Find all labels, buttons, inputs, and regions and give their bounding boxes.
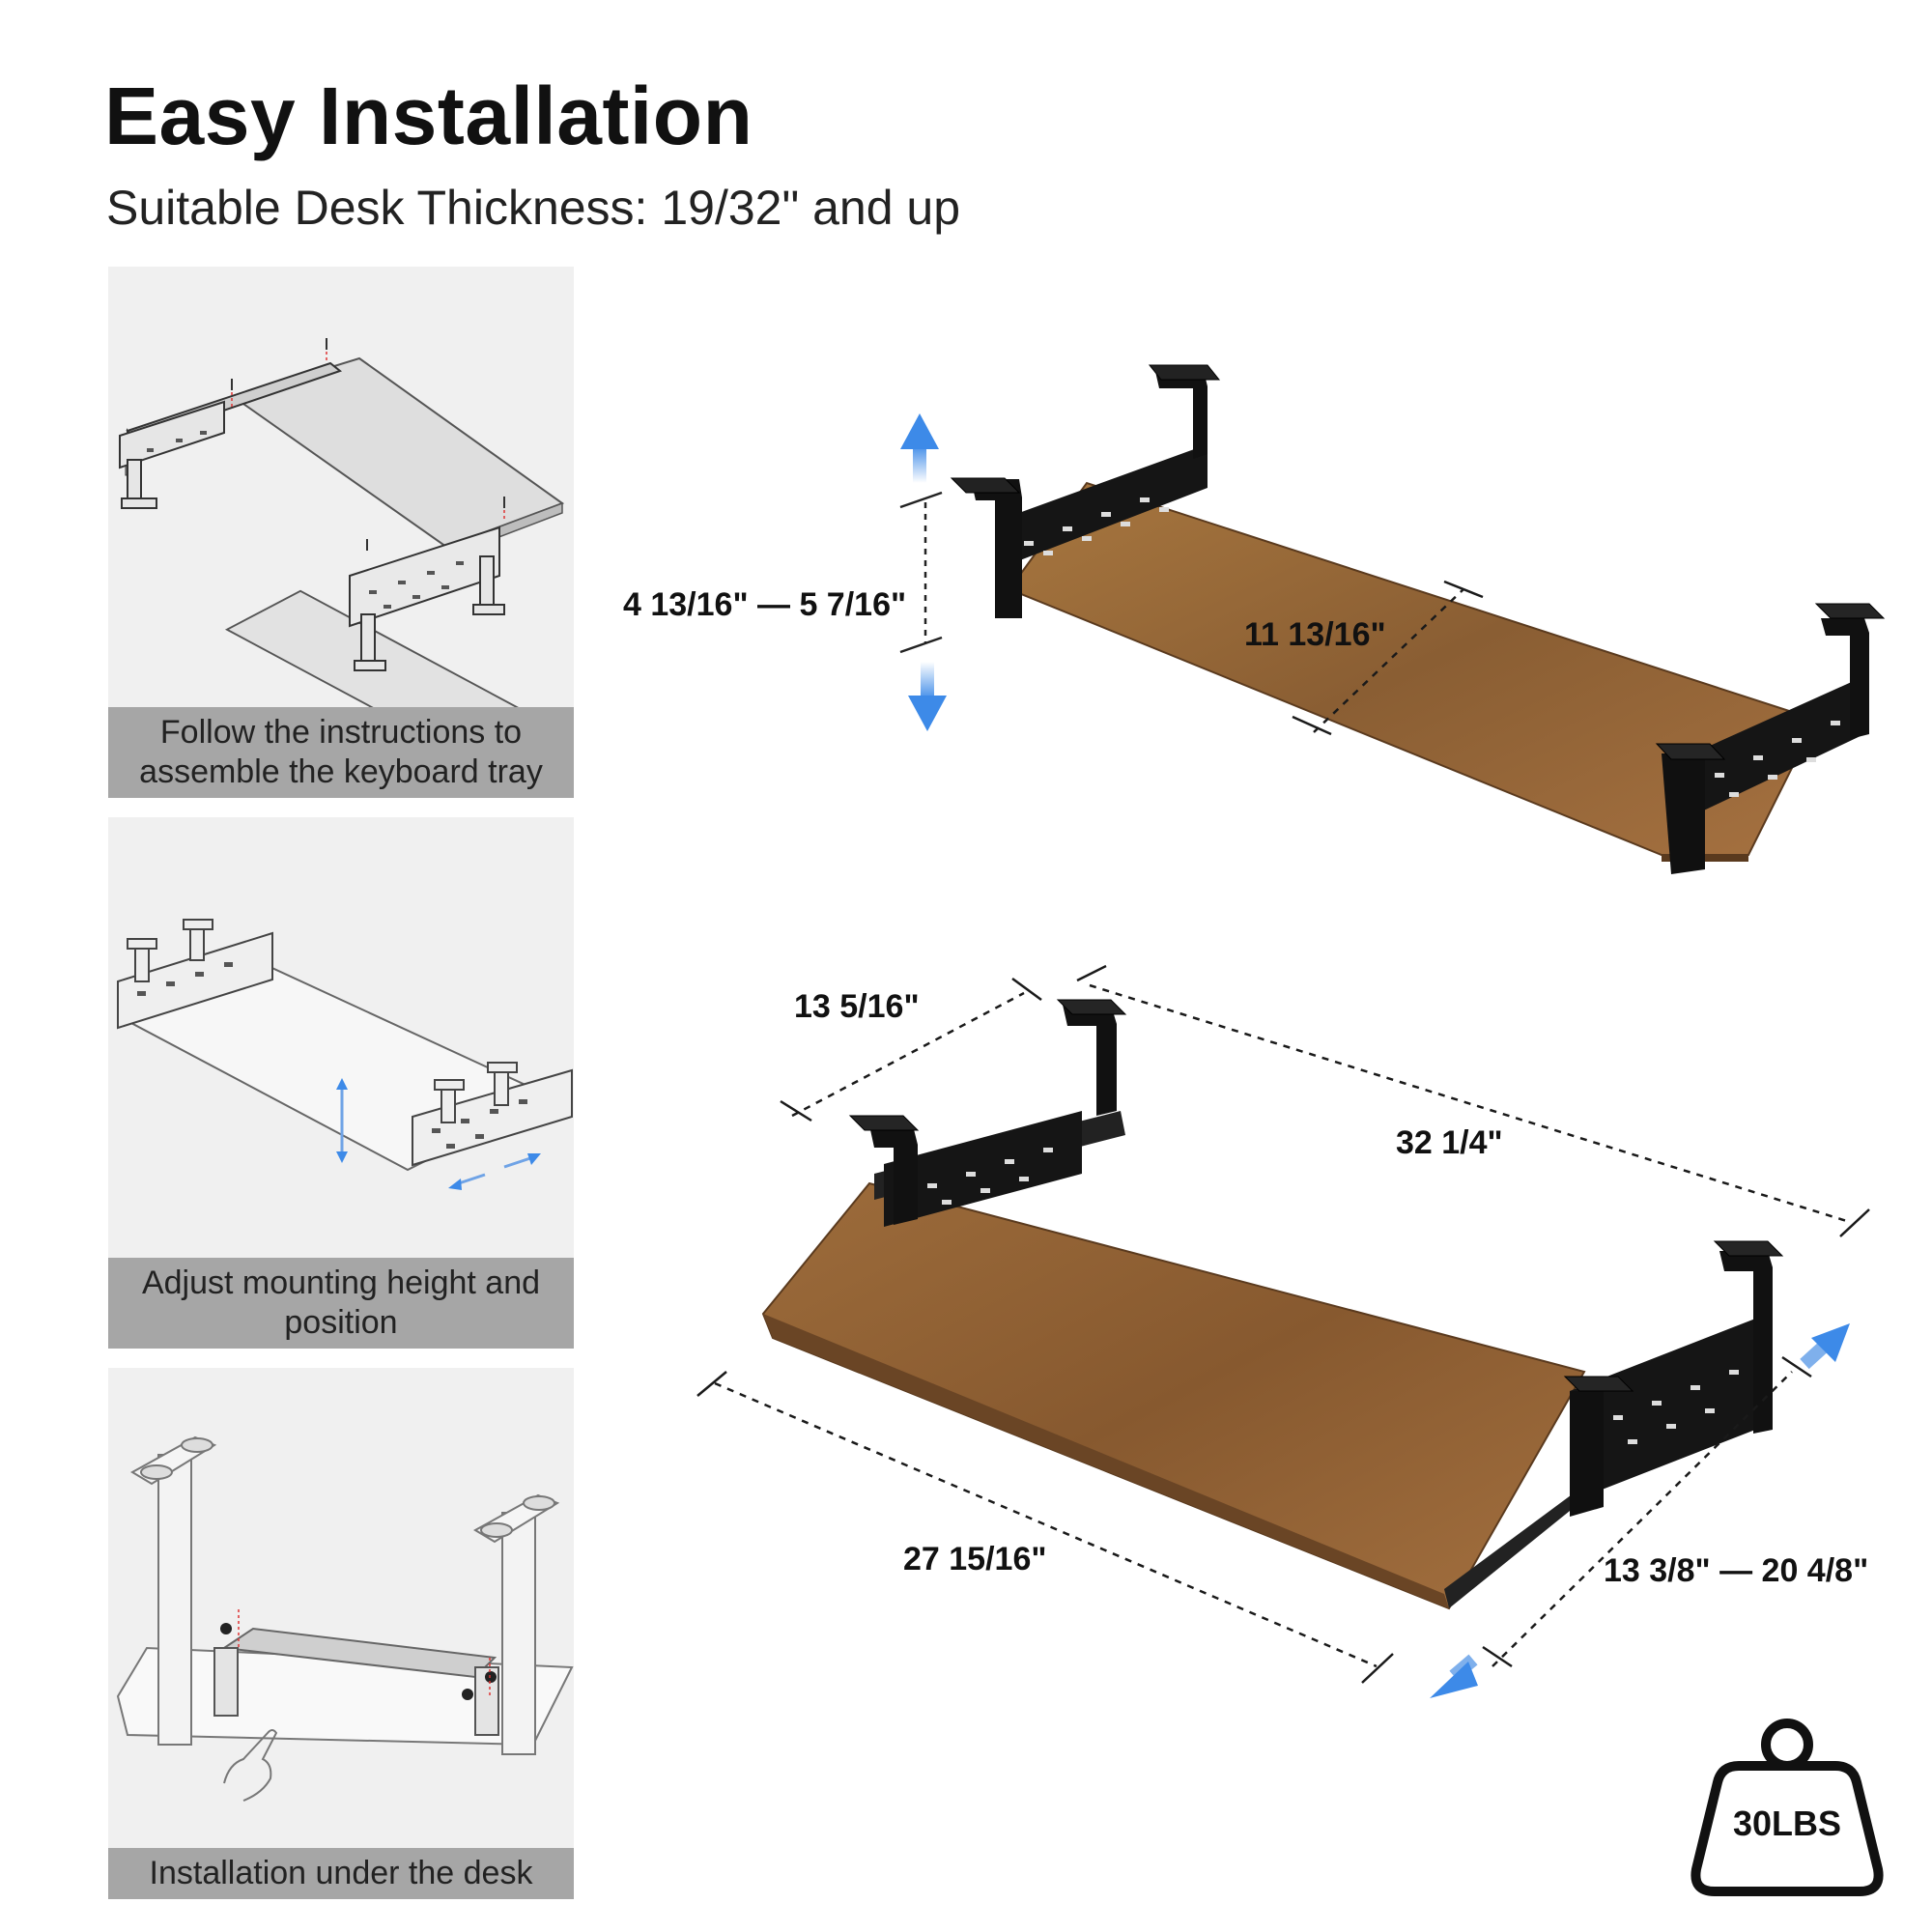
up-arrow-icon — [336, 1078, 348, 1163]
page-subtitle: Suitable Desk Thickness: 19/32" and up — [106, 181, 961, 235]
weight-icon — [1690, 1719, 1884, 1896]
overall-length-label: 32 1/4" — [1396, 1124, 1503, 1161]
height-range-label: 4 13/16" — 5 7/16" — [623, 586, 906, 623]
step-2-caption: Adjust mounting height and position — [108, 1258, 574, 1349]
tray-depth-label: 11 13/16" — [1244, 616, 1386, 653]
step-2-caption-text: Adjust mounting height and position — [141, 1264, 541, 1341]
desk-installation-illustration — [116, 1435, 574, 1802]
adjust-height-illustration — [117, 919, 573, 1190]
step-1-caption: Follow the instructions to assemble the … — [108, 707, 574, 798]
hand-pointer-icon — [223, 1729, 278, 1802]
step-1-panel: Follow the instructions to assemble the … — [108, 267, 574, 798]
step-2-panel: Adjust mounting height and position — [108, 817, 574, 1349]
page-title: Easy Installation — [104, 71, 753, 161]
tray-width-label: 27 15/16" — [903, 1541, 1046, 1577]
slide-arrow-icon — [1430, 1323, 1850, 1698]
bracket-depth-label: 13 5/16" — [794, 988, 920, 1025]
up-arrow-icon — [900, 413, 939, 483]
slide-travel-label: 13 3/8" — 20 4/8" — [1604, 1552, 1868, 1589]
step-3-caption: Installation under the desk — [108, 1848, 574, 1899]
step-3-panel: Installation under the desk — [108, 1368, 574, 1899]
weight-capacity-label: 30LBS — [1733, 1804, 1841, 1843]
down-arrow-icon — [908, 662, 947, 731]
upper-tray — [899, 364, 1886, 874]
lower-tray — [696, 964, 1870, 1698]
slide-arrow-icon — [448, 1153, 541, 1190]
